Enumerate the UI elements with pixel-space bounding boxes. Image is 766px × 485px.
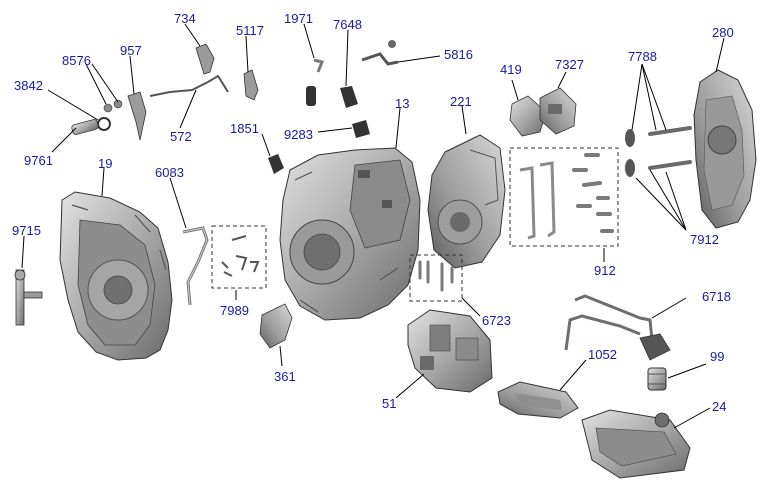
part-7327-solenoid[interactable] [539, 87, 577, 135]
label-7327[interactable]: 7327 [555, 57, 584, 72]
part-3842-seal[interactable] [97, 117, 111, 131]
label-7788[interactable]: 7788 [628, 49, 657, 64]
part-572-cable[interactable] [149, 74, 229, 97]
part-24-oil-pan[interactable] [581, 409, 691, 479]
part-9761-pin[interactable] [71, 119, 99, 135]
label-6718[interactable]: 6718 [702, 289, 731, 304]
label-5117[interactable]: 5117 [236, 23, 264, 38]
label-9283[interactable]: 9283 [284, 127, 313, 142]
part-19-converter-housing[interactable] [59, 191, 173, 361]
part-280-housing[interactable] [693, 69, 757, 229]
part-99-oil-filter[interactable] [647, 367, 667, 391]
part-7989-clip-kit[interactable] [211, 225, 267, 289]
leader-lines [21, 23, 725, 429]
label-99[interactable]: 99 [710, 349, 725, 364]
label-9715[interactable]: 9715 [12, 223, 41, 238]
label-13[interactable]: 13 [395, 96, 410, 111]
part-9715-shaft[interactable] [14, 269, 43, 326]
part-13-transmission-case[interactable] [279, 147, 421, 321]
label-24[interactable]: 24 [712, 399, 727, 414]
label-361[interactable]: 361 [274, 369, 296, 384]
label-957[interactable]: 957 [120, 43, 142, 58]
part-9283-sensor[interactable] [352, 120, 370, 138]
label-51[interactable]: 51 [382, 396, 397, 411]
part-1052-filter[interactable] [497, 381, 579, 419]
part-8576-bushing[interactable] [103, 99, 123, 113]
label-7912[interactable]: 7912 [690, 232, 719, 247]
part-1971-dipstick-tube[interactable] [306, 58, 325, 106]
part-957-lever[interactable] [127, 91, 147, 141]
label-221[interactable]: 221 [450, 94, 472, 109]
label-6723[interactable]: 6723 [482, 313, 511, 328]
label-7648[interactable]: 7648 [333, 17, 362, 32]
label-5816[interactable]: 5816 [444, 47, 473, 62]
label-419[interactable]: 419 [500, 62, 522, 77]
label-912[interactable]: 912 [594, 263, 616, 278]
label-7989[interactable]: 7989 [220, 303, 249, 318]
part-912-tube-kit[interactable] [509, 147, 619, 247]
part-361-baffle[interactable] [259, 303, 293, 349]
label-19[interactable]: 19 [98, 156, 113, 171]
label-1971[interactable]: 1971 [284, 11, 313, 26]
label-8576[interactable]: 8576 [62, 53, 91, 68]
label-1851[interactable]: 1851 [230, 121, 259, 136]
part-7648-sensor[interactable] [340, 86, 358, 108]
label-1052[interactable]: 1052 [588, 347, 617, 362]
part-6723-pin-kit[interactable] [409, 254, 463, 302]
part-1851-speed-sensor[interactable] [268, 154, 284, 174]
part-734-bracket[interactable] [195, 43, 215, 75]
part-6083-tube[interactable] [182, 226, 209, 306]
part-7788-bolts[interactable] [625, 126, 692, 177]
label-9761[interactable]: 9761 [24, 153, 53, 168]
part-221-cover[interactable] [427, 134, 506, 269]
part-51-valve-body[interactable] [407, 309, 493, 393]
label-6083[interactable]: 6083 [155, 165, 184, 180]
part-419-plate[interactable] [509, 95, 547, 137]
label-280[interactable]: 280 [712, 25, 734, 40]
part-6718-cooler-line[interactable] [564, 294, 671, 361]
label-734[interactable]: 734 [174, 11, 196, 26]
label-3842[interactable]: 3842 [14, 78, 43, 93]
part-5816-shift-linkage[interactable] [361, 40, 399, 66]
label-572[interactable]: 572 [170, 129, 192, 144]
part-5117-lever[interactable] [243, 69, 259, 101]
